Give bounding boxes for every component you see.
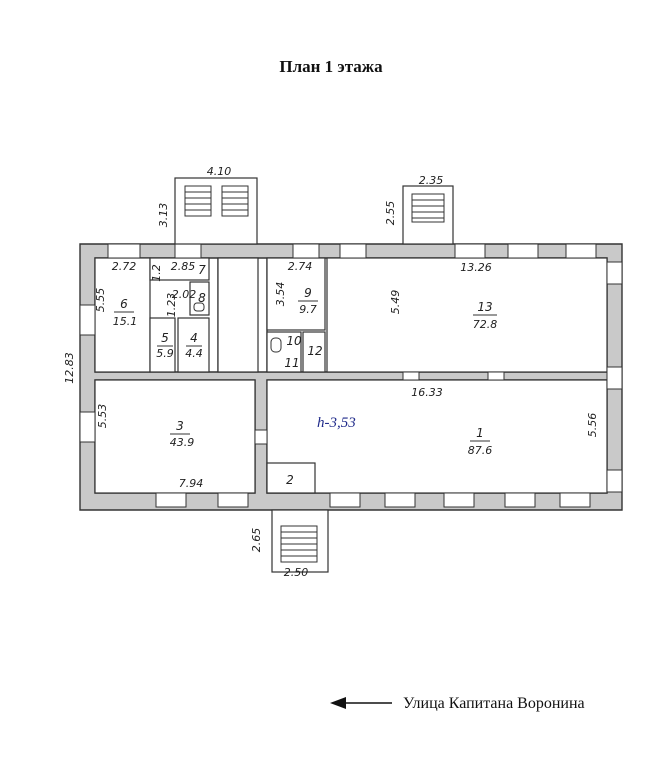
room-2-outline [266, 462, 316, 494]
dim-2-55: 2.55 [384, 201, 397, 226]
room-4-area: 4.4 [185, 347, 203, 360]
stair-top-right [402, 185, 454, 245]
arrow-left-icon [330, 697, 392, 709]
room-5-number: 5 [161, 331, 169, 345]
room-4-number: 4 [190, 331, 198, 345]
stair-top-left [174, 177, 258, 245]
dim-5-53: 5.53 [96, 404, 109, 429]
street-name: Улица Капитана Воронина [403, 695, 585, 712]
room-1-outline [266, 379, 608, 494]
room-1-area: 87.6 [468, 444, 493, 457]
door-opening-3 [254, 429, 268, 445]
corridor [217, 257, 259, 373]
room-2-number: 2 [286, 473, 294, 487]
toilet-fixture [270, 337, 282, 353]
dim-2-50: 2.50 [284, 566, 309, 579]
plan-title: План 1 этажа [279, 57, 383, 76]
room-3-number: 3 [176, 419, 184, 433]
ceiling-height-label: h-3,53 [317, 415, 356, 431]
room-8-number: 8 [198, 291, 206, 305]
dim-2-74: 2.74 [288, 260, 313, 273]
room-10-number: 10 [286, 334, 302, 348]
room-5-outline [149, 317, 176, 373]
dim-5-55: 5.55 [94, 288, 107, 313]
dim-3-13: 3.13 [157, 203, 170, 228]
dim-12-83: 12.83 [63, 352, 76, 384]
dim-2-85: 2.85 [171, 260, 196, 273]
stair-bottom [271, 509, 329, 573]
dim-5-56: 5.56 [586, 413, 599, 438]
dim-1-2: 1.2 [150, 264, 163, 282]
room-6-area: 15.1 [113, 315, 138, 328]
room-9-number: 9 [304, 286, 312, 300]
door-opening-2 [487, 371, 505, 381]
dim-3-54: 3.54 [274, 282, 287, 307]
room-13-outline [326, 257, 608, 373]
dim-2-72: 2.72 [112, 260, 137, 273]
room-6-number: 6 [120, 297, 128, 311]
room-12-number: 12 [307, 344, 322, 358]
dim-5-49: 5.49 [389, 290, 402, 315]
door-opening-1 [402, 371, 420, 381]
dim-4-10: 4.10 [207, 165, 232, 178]
room-13-number: 13 [477, 300, 492, 314]
windows-bottom [155, 492, 591, 508]
dim-2-02: 2.02 [172, 288, 197, 301]
room-3-area: 43.9 [170, 436, 195, 449]
room-10-outline [266, 331, 302, 373]
room-5-area: 5.9 [156, 347, 174, 360]
windows-top [107, 243, 597, 259]
room-7-number: 7 [198, 263, 206, 277]
dim-1-23: 1.23 [165, 293, 178, 318]
room-1-number: 1 [476, 426, 484, 440]
room-13-area: 72.8 [473, 318, 498, 331]
dim-13-26: 13.26 [460, 261, 492, 274]
dim-7-94: 7.94 [179, 477, 204, 490]
dim-2-65: 2.65 [250, 528, 263, 553]
dimension-labels: 4.10 3.13 2.35 2.55 2.72 2.85 1.2 2.02 1… [63, 165, 599, 579]
room-4-outline [177, 317, 210, 373]
dim-2-35: 2.35 [419, 174, 444, 187]
windows-side [79, 261, 623, 493]
room-12-outline [302, 331, 326, 373]
room-3-outline [94, 379, 256, 494]
dim-16-33: 16.33 [411, 386, 443, 399]
room-9-area: 9.7 [299, 303, 317, 316]
room-11-number: 11 [284, 356, 299, 370]
room-labels: 1 87.6 2 3 43.9 4 4.4 5 5.9 6 15.1 7 8 9… [113, 263, 498, 487]
sink-fixture [193, 302, 205, 312]
